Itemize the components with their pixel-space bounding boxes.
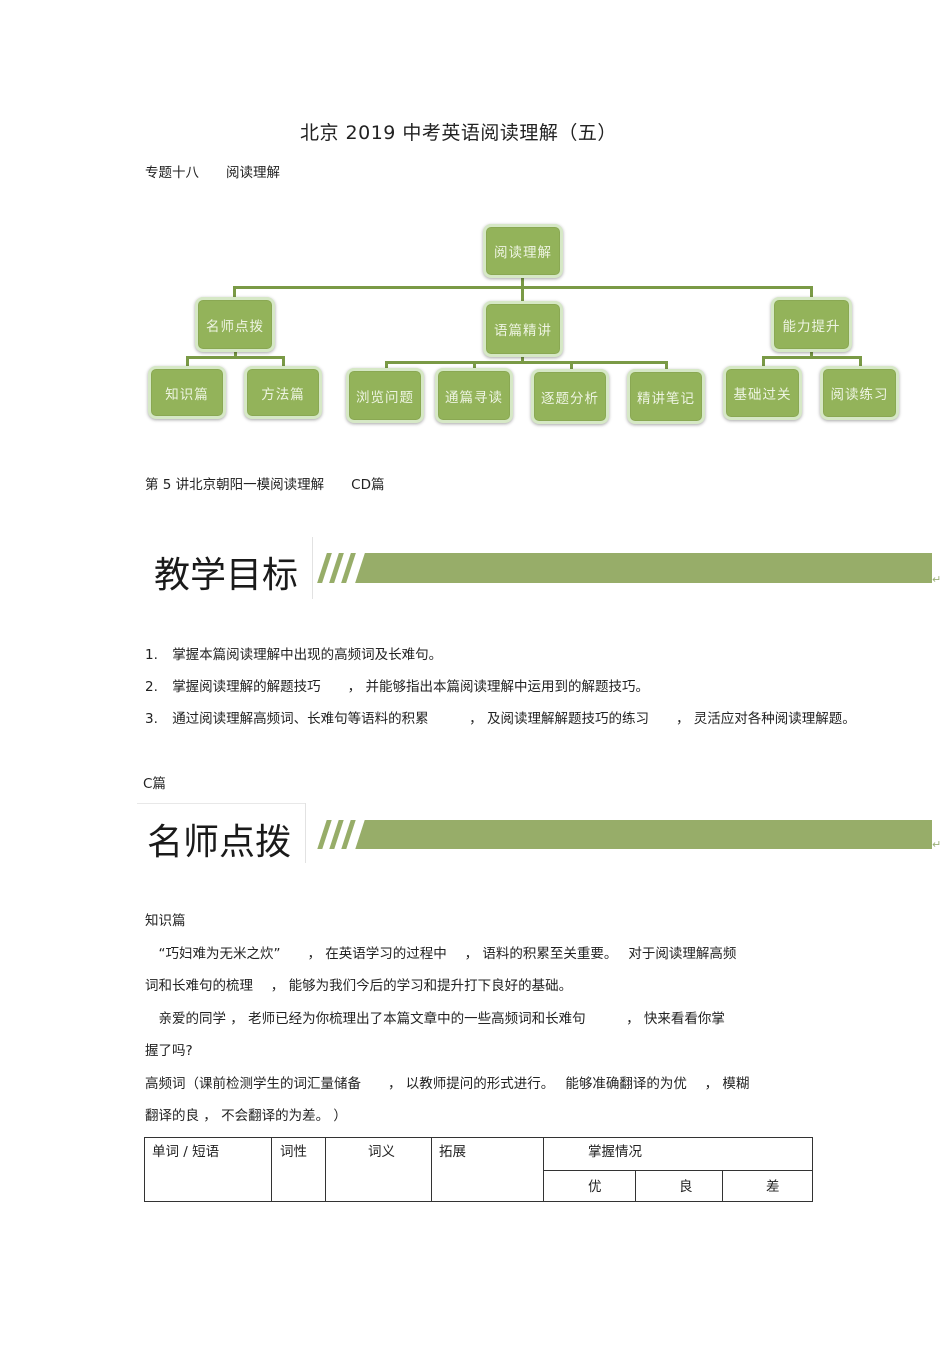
lecture-line: 第 5 讲北京朝阳一模阅读理解 CD篇 — [145, 477, 385, 493]
connector-line — [570, 361, 573, 373]
connector-line — [385, 361, 667, 364]
connector-line — [234, 348, 237, 358]
diagram-node-skim-text: 通篇寻读 — [435, 368, 513, 423]
connector-line — [473, 361, 476, 373]
diagram-node-teacher-tips: 名师点拨 — [195, 297, 275, 352]
paragraph-line: 亲爱的同学 ， 老师已经为你梳理出了本篇文章中的一些高频词和长难句 ， 快来看看… — [145, 1011, 725, 1027]
paragraph-line: 词和长难句的梳理 ， 能够为我们今后的学习和提升打下良好的基础。 — [145, 978, 573, 994]
connector-line — [282, 356, 285, 368]
goal-item: 2. 掌握阅读理解的解题技巧 ， 并能够指出本篇阅读理解中运用到的解题技巧。 — [145, 675, 649, 695]
goal-item: 1. 掌握本篇阅读理解中出现的高频词及长难句。 — [145, 643, 442, 663]
connector-line — [810, 348, 813, 358]
diagram-node-method: 方法篇 — [244, 366, 322, 419]
goal-text: 通过阅读理解高频词、长难句等语料的积累 ， 及阅读理解解题技巧的练习 ， 灵活应… — [172, 711, 856, 727]
goal-number: 2. — [145, 679, 158, 695]
mastery-good: 良 — [635, 1169, 723, 1202]
vocabulary-table: 单词 / 短语 词性 词义 拓展 掌握情况 优 良 差 — [144, 1137, 813, 1202]
connector-line — [810, 286, 813, 300]
paragraph-line: 高频词（课前检测学生的词汇量储备 ， 以教师提问的形式进行。 能够准确翻译的为优… — [145, 1076, 750, 1092]
diagram-node-text-explanation: 语篇精讲 — [483, 301, 563, 357]
mastery-excellent: 优 — [543, 1169, 636, 1202]
connector-line — [762, 356, 862, 359]
return-mark: ↵ — [932, 573, 942, 586]
mastery-poor: 差 — [722, 1169, 813, 1202]
paragraph-line: 翻译的良 ， 不会翻译的为差。 ） — [145, 1108, 347, 1124]
connector-line — [233, 286, 236, 300]
goal-item: 3. 通过阅读理解高频词、长难句等语料的积累 ， 及阅读理解解题技巧的练习 ， … — [145, 707, 856, 727]
connector-line — [186, 356, 189, 368]
diagram-node-knowledge: 知识篇 — [148, 366, 226, 419]
topic-line: 专题十八 阅读理解 — [145, 165, 280, 181]
section-heading: 教学目标 — [154, 555, 299, 596]
diagram-node-browse-questions: 浏览问题 — [346, 368, 424, 423]
paragraph-line: “巧妇难为无米之炊” ， 在英语学习的过程中 ， 语料的积累至关重要。 对于阅读… — [145, 946, 737, 962]
banner-stripe — [341, 820, 356, 849]
connector-line — [521, 354, 524, 364]
connector-line — [385, 361, 388, 373]
goal-text: 掌握本篇阅读理解中出现的高频词及长难句。 — [172, 647, 443, 663]
header-word-phrase: 单词 / 短语 — [144, 1137, 272, 1202]
diagram-node-root: 阅读理解 — [483, 224, 563, 278]
header-meaning: 词义 — [325, 1137, 432, 1202]
goal-number: 3. — [145, 711, 158, 727]
header-mastery: 掌握情况 — [543, 1137, 813, 1171]
diagram-node-reading-practice: 阅读练习 — [820, 366, 899, 420]
paragraph-line: 握了吗? — [145, 1043, 193, 1059]
connector-line — [186, 356, 284, 359]
diagram-node-basic-check: 基础过关 — [723, 366, 802, 420]
connector-line — [665, 361, 668, 373]
banner-top-rule — [137, 803, 305, 804]
return-mark: ↵ — [932, 838, 942, 851]
subheading-knowledge: 知识篇 — [145, 913, 186, 929]
banner-bar — [366, 553, 932, 583]
diagram-node-ability-improvement: 能力提升 — [771, 297, 852, 352]
banner-divider — [312, 537, 313, 599]
goal-text: 掌握阅读理解的解题技巧 ， 并能够指出本篇阅读理解中运用到的解题技巧。 — [172, 679, 649, 695]
goal-number: 1. — [145, 647, 158, 663]
connector-line — [233, 286, 813, 289]
part-label: C篇 — [143, 776, 166, 792]
header-extension: 拓展 — [431, 1137, 544, 1202]
banner-bar — [366, 820, 932, 849]
document-title: 北京 2019 中考英语阅读理解（五） — [300, 122, 617, 144]
connector-line — [521, 274, 524, 304]
banner-divider — [305, 803, 306, 863]
banner-stripe — [341, 553, 356, 583]
connector-line — [762, 356, 765, 368]
diagram-node-lecture-notes: 精讲笔记 — [627, 369, 705, 424]
section-heading: 名师点拨 — [147, 822, 292, 863]
header-part-of-speech: 词性 — [271, 1137, 326, 1202]
connector-line — [859, 356, 862, 368]
diagram-node-question-analysis: 逐题分析 — [531, 369, 609, 424]
